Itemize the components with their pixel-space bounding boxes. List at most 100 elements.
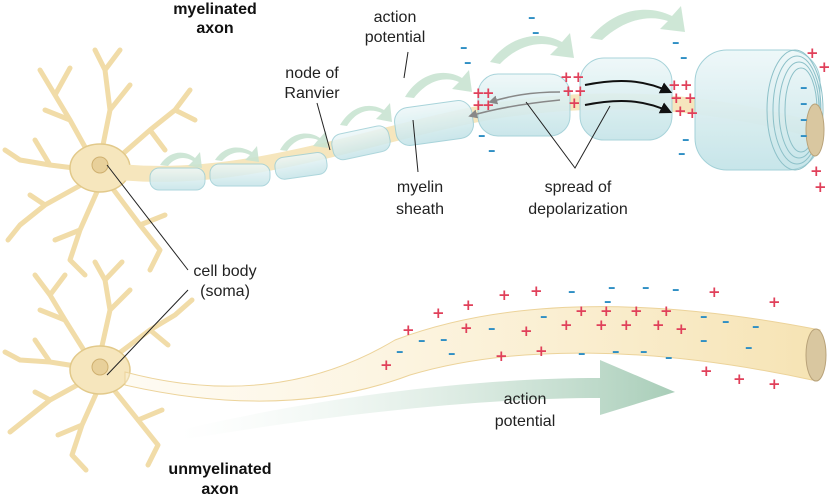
myelin-segment bbox=[274, 152, 328, 180]
positive-charge: + bbox=[530, 282, 543, 300]
positive-charge: + bbox=[668, 76, 681, 94]
positive-charge: + bbox=[560, 316, 573, 334]
myelin-segment bbox=[394, 100, 474, 146]
myelin-sheath-label: myelin bbox=[397, 179, 443, 196]
negative-charge: – bbox=[722, 312, 730, 330]
negative-charge: – bbox=[682, 130, 690, 148]
positive-charge: + bbox=[768, 375, 781, 393]
unmyelinated-neuron bbox=[2, 259, 195, 473]
positive-charge: + bbox=[460, 319, 473, 337]
bottom-nucleus bbox=[91, 358, 109, 376]
action-potential-label-top-line2: potential bbox=[365, 29, 426, 46]
positive-charge: + bbox=[495, 347, 508, 365]
negative-charge: – bbox=[800, 110, 808, 128]
positive-charge: + bbox=[806, 44, 819, 62]
negative-charge: – bbox=[678, 144, 686, 162]
action-potential-label-bottom-line2: potential bbox=[495, 413, 556, 430]
positive-charge: + bbox=[482, 84, 495, 102]
action-potential-label-bottom: action bbox=[504, 391, 547, 408]
negative-charge: – bbox=[448, 344, 456, 362]
myelin-sheath-label-line2: sheath bbox=[396, 201, 444, 218]
unmyelinated-charges: + + + + + + + + + + + + + + + + + + + + … bbox=[380, 278, 781, 393]
positive-charge: + bbox=[520, 322, 533, 340]
positive-charge: + bbox=[402, 321, 415, 339]
action-potential-label-top: action bbox=[374, 9, 417, 26]
myelin-segment bbox=[331, 125, 391, 161]
spread-of-depolarization-label-line2: depolarization bbox=[528, 201, 628, 218]
positive-charge: + bbox=[574, 82, 587, 100]
positive-charge: + bbox=[708, 283, 721, 301]
negative-charge: – bbox=[800, 78, 808, 96]
positive-charge: + bbox=[733, 370, 746, 388]
negative-charge: – bbox=[568, 282, 576, 300]
myelinated-axon-title-line2: axon bbox=[196, 20, 233, 37]
top-nucleus bbox=[91, 156, 109, 174]
negative-charge: – bbox=[478, 126, 486, 144]
positive-charge: + bbox=[568, 94, 581, 112]
negative-charge: – bbox=[800, 126, 808, 144]
cell-body-label-line2: (soma) bbox=[200, 283, 250, 300]
positive-charge: + bbox=[674, 102, 687, 120]
depolarization-arrows bbox=[468, 79, 673, 119]
negative-charge: – bbox=[460, 38, 468, 56]
positive-charge: + bbox=[472, 84, 485, 102]
negative-charge: – bbox=[418, 331, 426, 349]
positive-charge: + bbox=[686, 104, 699, 122]
positive-charge: + bbox=[684, 89, 697, 107]
cell-body-label: cell body bbox=[193, 263, 256, 280]
myelinated-charges: – – – – – – – – – – – – – – + + + + + + … bbox=[460, 8, 830, 196]
myelinated-neuron bbox=[2, 47, 818, 278]
negative-charge: – bbox=[745, 338, 753, 356]
negative-charge: – bbox=[608, 278, 616, 296]
top-dendrites bbox=[2, 47, 198, 278]
negative-charge: – bbox=[752, 317, 760, 335]
positive-charge: + bbox=[575, 302, 588, 320]
positive-charge: + bbox=[498, 286, 511, 304]
positive-charge: + bbox=[472, 96, 485, 114]
negative-charge: – bbox=[440, 330, 448, 348]
negative-charge: – bbox=[672, 33, 680, 51]
positive-charge: + bbox=[680, 76, 693, 94]
positive-charge: + bbox=[652, 316, 665, 334]
negative-charge: – bbox=[680, 48, 688, 66]
negative-charge: – bbox=[672, 280, 680, 298]
negative-charge: – bbox=[532, 23, 540, 41]
positive-charge: + bbox=[462, 296, 475, 314]
negative-charge: – bbox=[396, 342, 404, 360]
positive-charge: + bbox=[814, 178, 827, 196]
positive-charge: + bbox=[768, 293, 781, 311]
negative-charge: – bbox=[640, 342, 648, 360]
myelin-segment bbox=[579, 57, 673, 141]
positive-charge: + bbox=[535, 342, 548, 360]
positive-charge: + bbox=[620, 316, 633, 334]
unmyelinated-axon-title-line2: axon bbox=[201, 481, 238, 498]
negative-charge: – bbox=[578, 344, 586, 362]
myelin-segment bbox=[149, 167, 206, 191]
negative-charge: – bbox=[604, 292, 612, 310]
positive-charge: + bbox=[670, 89, 683, 107]
negative-charge: – bbox=[464, 53, 472, 71]
positive-charge: + bbox=[482, 96, 495, 114]
negative-charge: – bbox=[700, 331, 708, 349]
unmyelinated-cut-end bbox=[805, 328, 827, 382]
positive-charge: + bbox=[562, 82, 575, 100]
axon-cut-end bbox=[805, 103, 825, 157]
unmyelinated-axon-title: unmyelinated bbox=[168, 461, 271, 478]
negative-charge: – bbox=[612, 342, 620, 360]
myelinated-axon-title: myelinated bbox=[173, 1, 257, 18]
positive-charge: + bbox=[380, 356, 393, 374]
positive-charge: + bbox=[600, 302, 613, 320]
negative-charge: – bbox=[700, 307, 708, 325]
action-potential-arrow bbox=[180, 360, 675, 440]
unmyelinated-axon bbox=[124, 306, 821, 402]
positive-charge: + bbox=[810, 162, 823, 180]
saltatory-arrows bbox=[160, 6, 685, 168]
negative-charge: – bbox=[488, 141, 496, 159]
myelin-segment bbox=[209, 163, 271, 187]
negative-charge: – bbox=[642, 278, 650, 296]
spread-of-depolarization-label: spread of bbox=[545, 179, 612, 196]
myelin-segments bbox=[149, 49, 825, 191]
leader-lines bbox=[106, 51, 611, 376]
negative-charge: – bbox=[540, 307, 548, 325]
